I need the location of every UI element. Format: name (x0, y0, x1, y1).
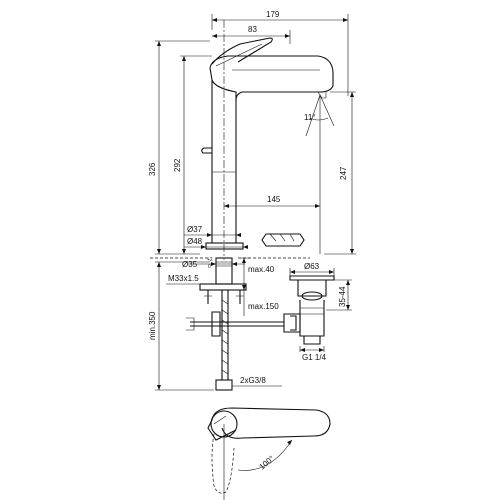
dim-thread-label: M33x1.5 (168, 274, 199, 283)
drain-flange (289, 275, 335, 281)
dim-handle-reach: 83 (212, 25, 291, 44)
rotation-arc (237, 439, 293, 471)
dim-drain-diameter: Ø63 (289, 262, 335, 276)
drain-body (299, 300, 325, 337)
popup-rod (190, 321, 284, 327)
dim-body-height-label: 292 (173, 158, 182, 172)
dim-handle-rotation-label: 100° (258, 454, 276, 472)
handle-lever (211, 37, 273, 65)
handle-rotated-position (211, 433, 235, 494)
dim-body-diameters: Ø37 Ø48 (184, 225, 248, 249)
dim-thread: M33x1.5 (166, 274, 216, 285)
handle-top-edge (213, 415, 227, 425)
hose-braid (221, 299, 229, 375)
dim-deck-thickness-label: max.40 (248, 265, 275, 274)
dim-hole-tolerance-minus: 0 (208, 264, 211, 270)
dim-spout-height: 247 (324, 91, 356, 255)
dim-drain-thread: G1 1/4 (299, 346, 327, 362)
drain-plug (301, 291, 323, 301)
dim-spout-reach-label: 145 (267, 195, 281, 204)
dim-spout-angle-label: 11° (304, 113, 316, 122)
dim-hole-diameter: Ø35 +2 0 (182, 257, 245, 270)
base-flange (205, 242, 244, 250)
angle-arc (309, 117, 329, 121)
handle-top-view: 100° (207, 407, 331, 500)
popup-knob (201, 147, 212, 154)
flexible-hose (221, 290, 229, 380)
dim-drain-diameter-label: Ø63 (304, 262, 320, 271)
angle-lines (305, 94, 335, 137)
drain-body-lines (300, 307, 324, 315)
rod-clamp (211, 311, 221, 337)
dim-hose-connection-label: 2xG3/8 (240, 376, 266, 385)
dim-base-diameter-label: Ø48 (187, 237, 203, 246)
dim-spout-height-label: 247 (339, 166, 348, 180)
dim-drain-thickness: max.150 (243, 290, 279, 316)
fixing-plate (199, 283, 247, 291)
faucet-elevation (201, 20, 335, 260)
faucet-body-top (209, 67, 237, 100)
drain-tail (303, 335, 321, 345)
dim-hose-connection: 2xG3/8 (232, 376, 282, 387)
dim-body-height: 292 (173, 55, 212, 254)
dim-drain-thread-label: G1 1/4 (302, 353, 327, 362)
dim-body-diameter-label: Ø37 (187, 225, 203, 234)
rod-end (186, 317, 195, 331)
dim-drain-thickness-label: max.150 (248, 302, 279, 311)
aerator-cap-detail (261, 233, 305, 247)
spout-outline (209, 55, 334, 101)
dim-handle-reach-label: 83 (248, 25, 257, 34)
fixing-studs (207, 290, 241, 304)
faucet-body-outline (211, 80, 237, 243)
shank-threads (216, 261, 232, 267)
dim-hole-tolerance-plus: +2 (207, 257, 213, 263)
dim-drain-height-label: 35-44 (338, 286, 347, 307)
mounting-section (150, 257, 310, 391)
dim-min-length-label: min.350 (148, 311, 157, 340)
dim-total-reach-label: 179 (266, 10, 280, 19)
hose-connector (215, 379, 233, 391)
drain-side-nut (290, 315, 297, 331)
dim-total-height: 326 (148, 40, 210, 255)
drain-body-top (297, 280, 327, 297)
handle-lever-edge (215, 43, 263, 67)
spout-top-outline (211, 407, 331, 439)
dim-min-length: min.350 (148, 261, 214, 391)
dim-spout-reach: 145 (224, 195, 320, 208)
drain-side-port (283, 313, 301, 333)
dim-total-reach: 179 (211, 10, 349, 96)
dim-total-height-label: 326 (148, 162, 157, 176)
dim-hole-diameter-label: Ø35 (182, 260, 198, 269)
dim-deck-thickness: max.40 (240, 257, 275, 290)
dim-drain-height: 35-44 (326, 279, 352, 311)
handle-top-lever (207, 419, 237, 441)
